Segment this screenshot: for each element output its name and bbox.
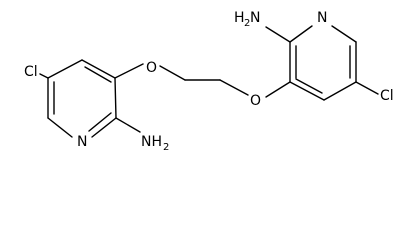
bond	[47, 117, 73, 138]
bond	[81, 59, 116, 79]
atom-h2n-right-sub: 2	[244, 18, 250, 29]
atom-h2n-right: H 2 N	[234, 10, 260, 29]
atom-h2n-right-h: H	[234, 10, 245, 26]
bond	[39, 73, 49, 79]
bond	[289, 25, 313, 43]
left-substituent-bonds	[39, 63, 144, 133]
bond	[289, 81, 325, 101]
bond	[331, 25, 357, 43]
atom-n-right-ring: N	[317, 10, 327, 26]
linker-bonds	[159, 65, 249, 96]
bond	[295, 78, 323, 94]
molecule-drawing: Cl O N NH 2 H 2 N N O Cl	[24, 10, 394, 153]
bond	[355, 81, 379, 95]
bond	[88, 112, 112, 132]
atom-nh2-left-main: NH	[141, 134, 162, 150]
atom-o-right: O	[250, 93, 261, 109]
bond	[323, 81, 357, 101]
bond	[115, 117, 141, 133]
atom-h2n-right-n: N	[250, 10, 260, 26]
right-substituent-bonds	[265, 26, 379, 95]
bond	[91, 117, 117, 138]
bond	[265, 81, 291, 98]
bond	[159, 65, 186, 81]
atom-cl-right: Cl	[380, 88, 394, 104]
atom-n-left-ring: N	[77, 134, 87, 150]
left-ring-bonds	[47, 59, 117, 138]
bond	[84, 66, 112, 83]
bond	[114, 63, 144, 79]
atom-nh2-left-sub: 2	[163, 142, 169, 153]
bond	[114, 77, 117, 119]
atom-cl-left: Cl	[24, 64, 38, 80]
bond	[219, 79, 249, 96]
atom-o-left: O	[146, 60, 157, 76]
structure-diagram: Cl O N NH 2 H 2 N N O Cl	[24, 10, 394, 153]
bond	[47, 59, 83, 79]
atom-nh2-left: NH 2	[141, 134, 169, 153]
bond	[265, 26, 291, 43]
right-ring-bonds	[265, 25, 357, 101]
